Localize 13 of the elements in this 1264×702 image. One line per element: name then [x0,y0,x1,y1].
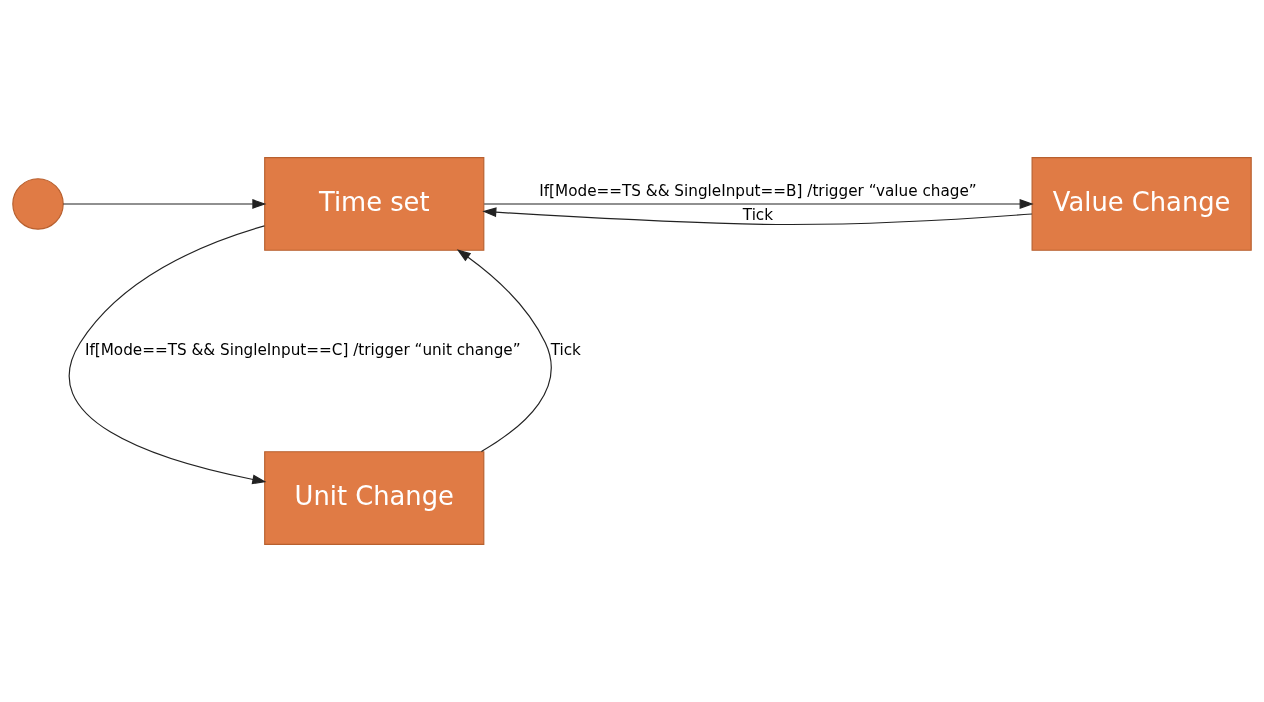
node-box: Time set [264,157,485,251]
node-box: Unit Change [264,451,485,545]
arrow [456,249,552,453]
edge-label: Tick [742,205,774,224]
arrow [483,199,1034,209]
arrow [482,207,1033,226]
arrow [62,199,267,209]
arrow [68,225,267,485]
edge-label: If[Mode==TS && SingleInput==C] /trigger “unit change” [84,340,521,359]
node-circle [12,178,64,230]
node-box: Value Change [1031,157,1252,251]
edge-label: If[Mode==TS && SingleInput==B] /trigger “value chage” [539,182,977,201]
edge-label: Tick [550,340,581,359]
